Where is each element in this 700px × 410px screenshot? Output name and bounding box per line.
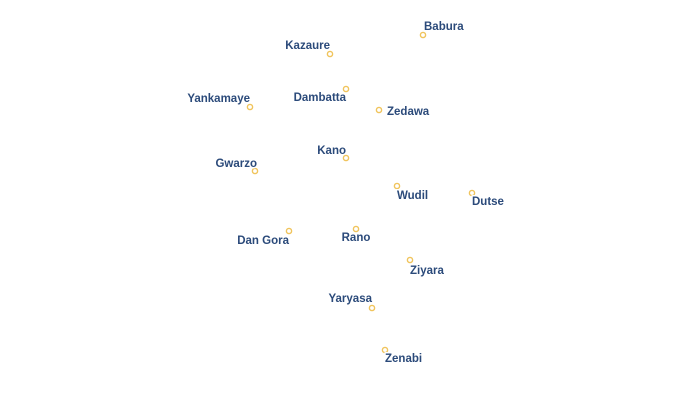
place-label: Ziyara [410, 265, 444, 277]
place-marker-icon[interactable] [251, 167, 259, 175]
place-zenabi: Zenabi [381, 346, 424, 367]
place-marker-icon[interactable] [393, 182, 401, 190]
place-label: Yaryasa [329, 293, 373, 305]
place-marker-icon[interactable] [381, 346, 389, 354]
place-label: Rano [342, 232, 371, 244]
place-babura: Babura [419, 20, 466, 39]
place-marker-icon[interactable] [468, 189, 476, 197]
place-marker-icon[interactable] [246, 103, 254, 111]
place-label: Zenabi [385, 353, 422, 365]
place-label: Dan Gora [237, 235, 289, 247]
place-yaryasa: Yaryasa [327, 292, 376, 312]
place-dutse: Dutse [468, 189, 505, 210]
place-marker-icon[interactable] [326, 50, 334, 58]
place-dambatta: Dambatta [292, 85, 350, 106]
place-rano: Rano [340, 225, 372, 246]
place-label: Dutse [472, 196, 504, 208]
place-marker-icon[interactable] [406, 256, 414, 264]
place-label: Kazaure [285, 40, 330, 52]
place-label: Dambatta [294, 92, 347, 104]
place-label: Babura [424, 21, 464, 33]
place-kano: Kano [316, 144, 350, 162]
place-label: Gwarzo [215, 158, 257, 170]
place-yankamaye: Yankamaye [186, 92, 254, 111]
place-ziyara: Ziyara [406, 256, 446, 279]
place-kazaure: Kazaure [284, 39, 334, 58]
place-marker-icon[interactable] [368, 304, 376, 312]
place-gwarzo: Gwarzo [214, 157, 259, 175]
place-marker-icon[interactable] [342, 85, 350, 93]
place-marker-icon[interactable] [352, 225, 360, 233]
place-marker-icon[interactable] [342, 154, 350, 162]
place-label: Kano [317, 145, 346, 157]
place-marker-icon[interactable] [285, 227, 293, 235]
place-label: Wudil [397, 190, 428, 202]
place-dan-gora: Dan Gora [236, 227, 293, 249]
place-label: Yankamaye [187, 93, 250, 105]
place-marker-icon[interactable] [419, 31, 427, 39]
place-label: Zedawa [387, 106, 430, 118]
place-wudil: Wudil [393, 182, 430, 204]
place-zedawa: Zedawa [375, 105, 431, 120]
place-marker-icon[interactable] [375, 106, 383, 114]
